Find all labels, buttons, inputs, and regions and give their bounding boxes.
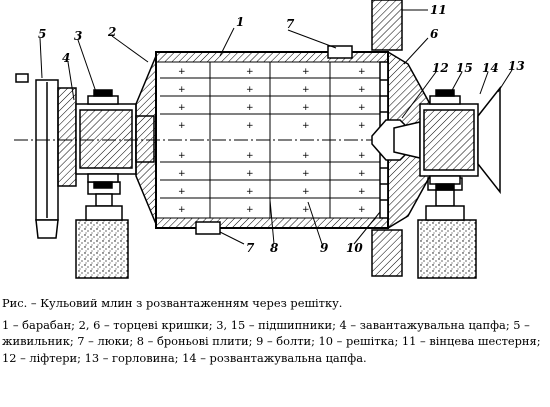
bolt-mark: + — [358, 67, 366, 77]
caption-title: Рис. – Кульовий млин з розвантаженням че… — [2, 296, 343, 310]
callout-11: 11 — [430, 3, 447, 17]
leader-lines — [39, 9, 513, 245]
callout-13: 13 — [508, 59, 525, 73]
callout-14: 14 — [482, 61, 499, 75]
callout-7-top: 7 — [286, 17, 295, 31]
bottom-hatch — [195, 221, 221, 235]
bolt-mark: + — [302, 85, 310, 95]
callout-2: 2 — [107, 25, 116, 39]
bolt-mark: + — [302, 169, 310, 179]
ball-mill-drawing: 1 2 3 4 5 6 7 7 8 9 10 11 12 13 14 15 ++… — [14, 0, 525, 279]
bolt-mark: + — [358, 121, 366, 131]
bolt-mark: + — [302, 67, 310, 77]
bolt-mark: + — [246, 205, 254, 215]
bolt-mark: + — [358, 151, 366, 161]
bolt-mark: + — [178, 85, 186, 95]
bolt-mark: + — [178, 103, 186, 113]
bolt-mark: + — [302, 187, 310, 197]
callout-6: 6 — [430, 27, 439, 41]
figure-caption: Рис. – Кульовий млин з розвантаженням че… — [2, 295, 548, 366]
callout-12: 12 — [432, 61, 449, 75]
bolt-mark: + — [246, 85, 254, 95]
bolt-mark: + — [246, 169, 254, 179]
callout-9: 9 — [320, 241, 329, 255]
callout-4: 4 — [62, 51, 70, 65]
bolt-mark: + — [178, 205, 186, 215]
bolt-mark: + — [358, 103, 366, 113]
bolt-mark: + — [178, 121, 186, 131]
bolt-mark: + — [178, 151, 186, 161]
feeder — [15, 73, 77, 239]
bolt-mark: + — [246, 103, 254, 113]
bolt-mark: + — [246, 121, 254, 131]
discharge-neck — [477, 85, 501, 195]
bolt-mark: + — [302, 103, 310, 113]
top-hatch — [327, 45, 353, 59]
bolt-mark: + — [246, 151, 254, 161]
bolt-mark: + — [302, 151, 310, 161]
drum-shell-top — [155, 51, 389, 63]
left-foundation — [75, 219, 129, 279]
callout-3: 3 — [74, 29, 82, 43]
callout-10: 10 — [346, 241, 363, 255]
discharge-trunnion — [419, 89, 479, 191]
callout-1: 1 — [236, 15, 244, 29]
bolt-mark: + — [302, 205, 310, 215]
callout-8: 8 — [270, 241, 279, 255]
bolt-mark: + — [246, 67, 254, 77]
callout-15: 15 — [456, 61, 473, 75]
callout-7-bottom: 7 — [246, 241, 255, 255]
caption-legend: 1 – барабан; 2, 6 – торцеві кришки; 3, 1… — [2, 317, 541, 365]
bolt-mark: + — [178, 67, 186, 77]
bolt-mark: + — [246, 187, 254, 197]
girth-gear — [371, 0, 403, 277]
bolt-mark: + — [358, 169, 366, 179]
bolt-mark: + — [178, 187, 186, 197]
bolt-marks: + + + + + + + + + + + + + + + + + + + + + + + + + + + + + + + + — [178, 67, 366, 215]
bolt-mark: + — [358, 187, 366, 197]
bolt-mark: + — [178, 169, 186, 179]
bolt-mark: + — [358, 85, 366, 95]
right-foundation — [417, 219, 477, 279]
callout-5: 5 — [38, 27, 46, 41]
bolt-mark: + — [358, 205, 366, 215]
bolt-mark: + — [302, 121, 310, 131]
lifter-cone — [393, 121, 421, 159]
